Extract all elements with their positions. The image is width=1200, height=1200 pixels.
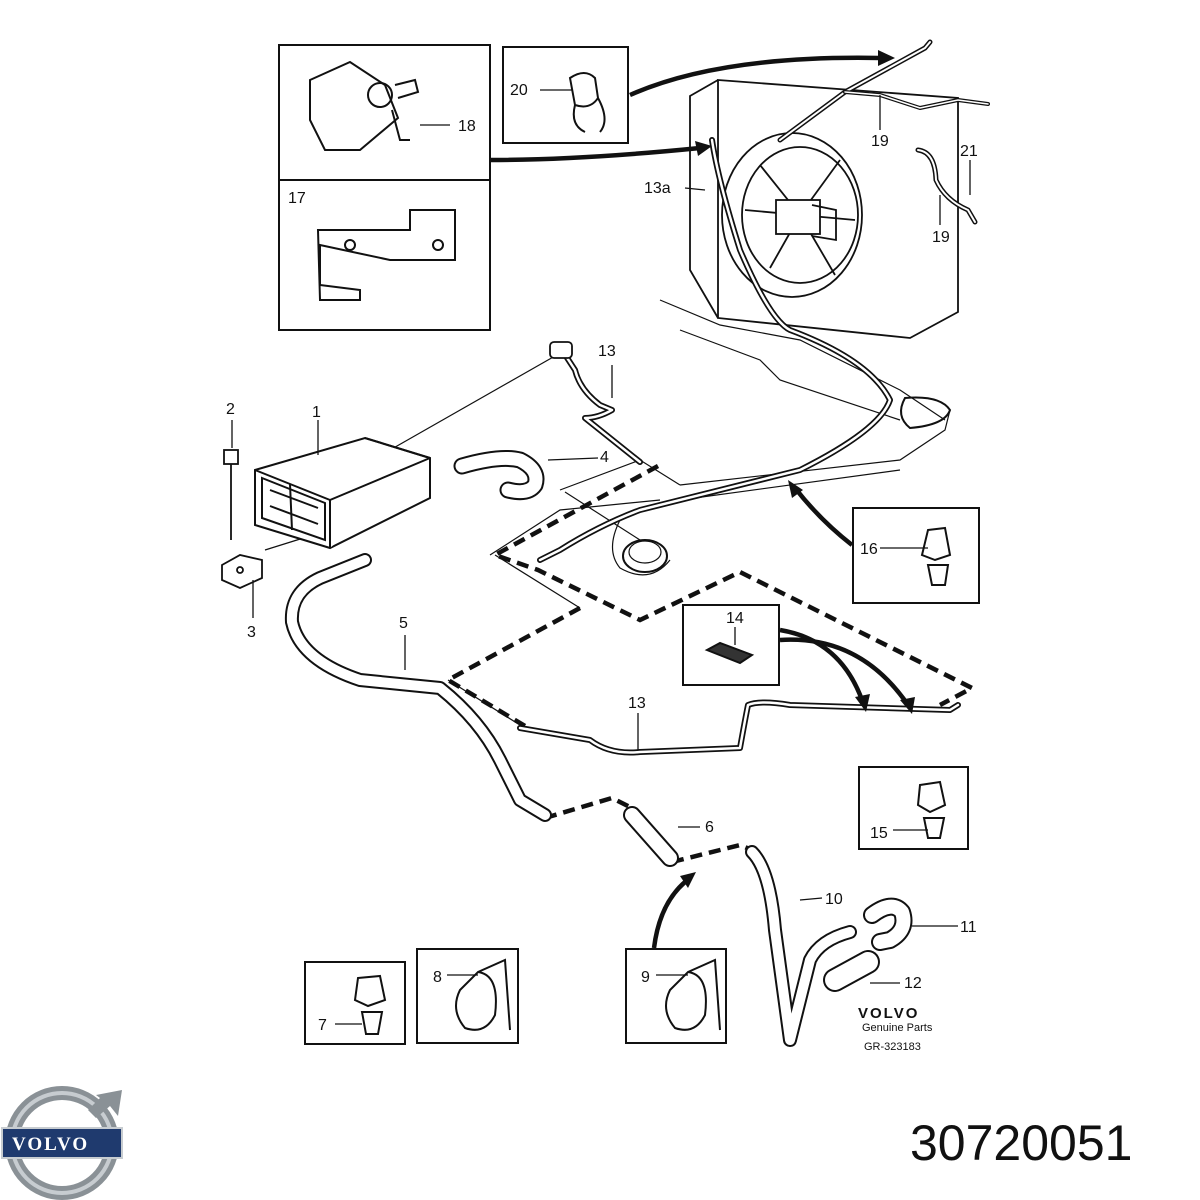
- part-number: 30720051: [910, 1115, 1132, 1171]
- callout-13-top: 13: [598, 343, 616, 360]
- callout-16: 16: [860, 541, 878, 558]
- callout-10: 10: [825, 891, 843, 908]
- callout-labels: 1 2 3 4 5 6 7 8 9 10 11 12 13 13 13a 14 …: [226, 82, 978, 1034]
- callout-12: 12: [904, 975, 922, 992]
- callout-leaders: [231, 89, 971, 1025]
- callout-13-mid: 13: [628, 695, 646, 712]
- inset-box-15: [858, 766, 969, 850]
- pointer-arrows: [489, 55, 910, 949]
- callout-4: 4: [600, 449, 609, 466]
- callout-6: 6: [705, 819, 714, 836]
- volvo-logo: VOLVO: [1, 1086, 123, 1200]
- radiator-fan-assembly: [689, 79, 959, 339]
- canister-bracket: [221, 554, 263, 589]
- callout-17: 17: [288, 190, 306, 207]
- callout-19-b: 19: [932, 229, 950, 246]
- hose-lines: [284, 39, 990, 1047]
- callout-2: 2: [226, 401, 235, 418]
- callout-14: 14: [726, 610, 744, 627]
- underbody-outline: [489, 299, 952, 576]
- callout-19-a: 19: [871, 133, 889, 150]
- inset-box-20: [502, 46, 629, 144]
- callout-1: 1: [312, 404, 321, 421]
- callout-20: 20: [510, 82, 528, 99]
- inset-box-9: [625, 948, 727, 1044]
- inset-box-16: [852, 507, 980, 604]
- brand-block: VOLVO Genuine Parts GR-323183: [858, 1005, 933, 1053]
- callout-5: 5: [399, 615, 408, 632]
- inset-box-14: [682, 604, 780, 686]
- arrow-heads: [680, 50, 915, 888]
- callout-13a: 13a: [644, 180, 671, 197]
- inset-box-17-18: [278, 44, 491, 331]
- brand-subtitle: Genuine Parts: [862, 1022, 933, 1034]
- callout-18: 18: [458, 118, 476, 135]
- inset-box-7: [304, 961, 406, 1045]
- connector-fitting: [549, 341, 573, 359]
- callout-7: 7: [318, 1017, 327, 1034]
- callout-15: 15: [870, 825, 888, 842]
- callout-11: 11: [960, 919, 977, 936]
- logo-wordmark: VOLVO: [12, 1134, 89, 1155]
- drawing-code: GR-323183: [864, 1041, 921, 1053]
- inset-box-8: [416, 948, 519, 1044]
- bolt: [223, 449, 239, 540]
- callout-21: 21: [960, 143, 978, 160]
- callout-3: 3: [247, 624, 256, 641]
- brand-wordmark: VOLVO: [858, 1005, 919, 1022]
- callout-9: 9: [641, 969, 650, 986]
- evap-canister: [254, 436, 431, 550]
- callout-8: 8: [433, 969, 442, 986]
